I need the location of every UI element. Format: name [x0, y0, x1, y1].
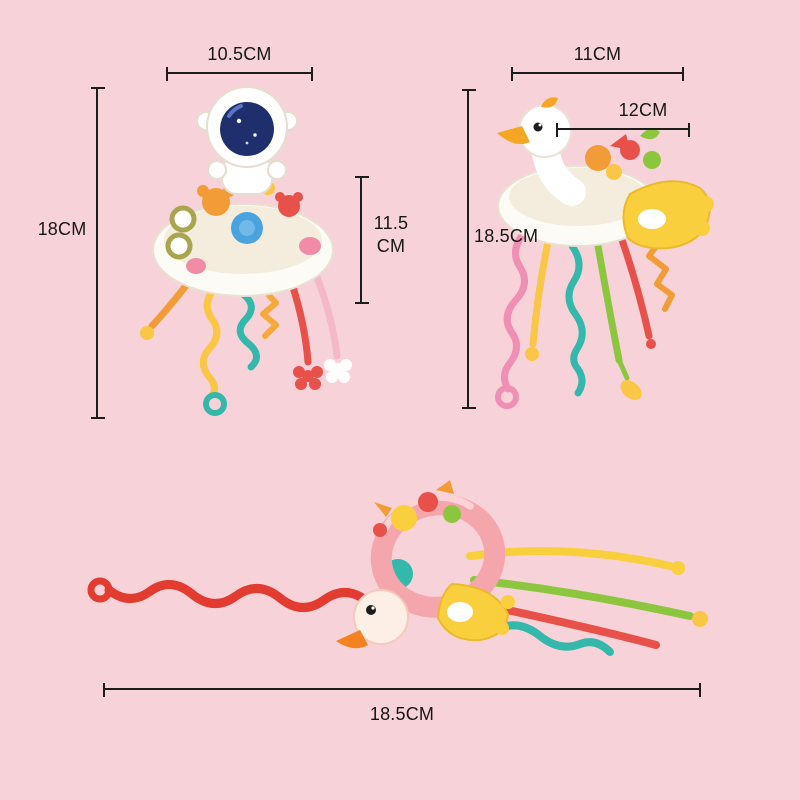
- dim-line-astronaut-width: [166, 67, 313, 81]
- dim-label-astronaut-body-height: 11.5 CM: [373, 213, 409, 256]
- swan-beak: [497, 126, 530, 145]
- wing-button: [638, 209, 666, 229]
- swan-head: [497, 97, 586, 206]
- swan-toy-strings: [495, 225, 675, 409]
- dim-line-astronaut-height: [91, 87, 105, 419]
- dim-label-swan-width: 11CM: [573, 44, 622, 64]
- target-button: [169, 205, 197, 233]
- dim-line-swan-side-length: [103, 683, 701, 697]
- yellow-paddle-bead: [620, 380, 642, 400]
- wing-button: [447, 602, 473, 622]
- dim-label-astronaut-width: 10.5CM: [207, 44, 272, 64]
- dim-line-swan-width: [511, 67, 684, 81]
- teal-ring-bead: [203, 392, 227, 416]
- duck-beak: [336, 630, 368, 649]
- side-wing: [436, 582, 515, 642]
- astronaut-visor: [220, 102, 274, 156]
- swan-toy-side: [87, 480, 708, 656]
- target-button: [165, 232, 193, 260]
- astronaut-figure: [196, 86, 298, 195]
- dim-label-swan-side-length: 18.5CM: [369, 704, 435, 724]
- swan-eye: [533, 122, 543, 132]
- duck-head-side: [336, 589, 409, 649]
- white-flower-bead: [324, 359, 352, 383]
- side-top-toys: [373, 480, 461, 537]
- red-flower-bead: [293, 366, 323, 390]
- astronaut-toy-strings: [140, 268, 352, 416]
- swan-top-toys: [585, 128, 661, 180]
- red-pull-string: [104, 580, 373, 612]
- dim-label-swan-inner-width: 12CM: [618, 100, 668, 120]
- dim-label-swan-height: 18.5CM: [474, 226, 539, 246]
- pink-ring-bead: [495, 385, 519, 409]
- swan-wing: [622, 180, 714, 250]
- astronaut-toy: [140, 86, 352, 416]
- dim-line-swan-inner-width: [556, 123, 690, 137]
- swan-toy: [495, 97, 714, 409]
- red-pusher: [275, 192, 303, 217]
- dim-line-astronaut-body-height: [355, 176, 369, 304]
- dim-label-astronaut-height: 18CM: [37, 219, 87, 239]
- red-string-loop: [87, 577, 113, 603]
- dim-line-swan-height: [462, 89, 476, 409]
- duck-eye: [366, 605, 376, 615]
